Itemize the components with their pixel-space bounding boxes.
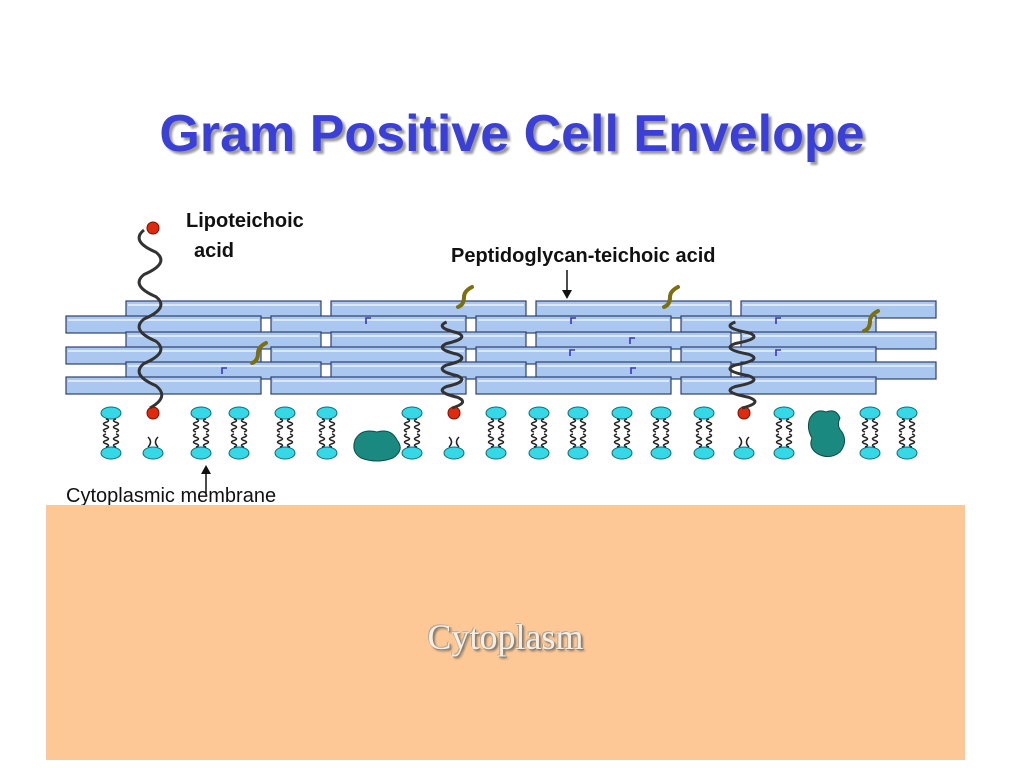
peptidoglycan-teichoic-label: Peptidoglycan-teichoic acid: [451, 245, 716, 267]
cytoplasm-region: [46, 505, 965, 760]
teichoic-acid-icon: [250, 341, 268, 365]
lipoteichoic-label-line1: Lipoteichoic: [186, 210, 304, 232]
membrane-protein-icon: [807, 410, 846, 458]
peptide-crosslink: [365, 317, 371, 324]
lipoteichoic-acid-icon: [440, 320, 465, 410]
phospholipid-icon: [611, 406, 633, 460]
peptide-crosslink: [221, 367, 227, 374]
membrane-protein-icon: [353, 430, 401, 462]
phospholipid-icon: [773, 406, 795, 460]
phospholipid-icon: [896, 406, 918, 460]
label-arrows: [201, 270, 572, 493]
lipoteichoic-label-line2: acid: [194, 240, 235, 262]
peptide-crosslink: [630, 367, 636, 374]
phospholipid-icon: [401, 406, 423, 460]
arrow-head-icon: [201, 465, 211, 474]
phospholipid-icon: [190, 406, 212, 460]
peptidoglycan-strand: [475, 376, 672, 395]
phospholipid-icon: [650, 406, 672, 460]
phospholipid-icon: [316, 406, 338, 460]
arrow-head-icon: [562, 290, 572, 299]
anchor-dot: [146, 406, 160, 420]
peptide-crosslink: [570, 317, 576, 324]
lipoteichoic-acids: [137, 221, 757, 410]
lipoteichoic-tip-dot: [146, 221, 160, 235]
teichoic-acid-icon: [662, 285, 680, 309]
peptidoglycan-strand: [680, 376, 877, 395]
lipoteichoic-acid-icon: [137, 228, 164, 410]
phospholipid-icon: [693, 406, 715, 460]
phospholipid-icon: [528, 406, 550, 460]
peptide-crosslink: [775, 317, 781, 324]
phospholipid-icon: [859, 406, 881, 460]
peptide-crosslink: [775, 349, 781, 356]
peptide-crosslink: [569, 349, 575, 356]
peptide-crosslinks: [221, 317, 781, 374]
lipoteichoic-anchor-lipid: [443, 406, 465, 460]
cytoplasm-label: Cytoplasm: [427, 617, 584, 657]
teichoic-acid-icon: [456, 285, 474, 309]
phospholipid-icon: [228, 406, 250, 460]
peptide-crosslink: [629, 337, 635, 344]
cytoplasmic-membrane-bilayer: [100, 406, 918, 462]
lipoteichoic-acid-icon: [728, 320, 757, 410]
peptidoglycan-strand: [65, 315, 262, 334]
lipoteichoic-anchor-lipid: [733, 406, 755, 460]
teichoic-acid-icon: [862, 309, 880, 333]
cytoplasmic-membrane-label: Cytoplasmic membrane: [66, 485, 277, 507]
peptidoglycan-strand: [270, 376, 467, 395]
phospholipid-icon: [274, 406, 296, 460]
phospholipid-icon: [567, 406, 589, 460]
lipoteichoic-anchor-lipid: [142, 406, 164, 460]
slide-title: Gram Positive Cell Envelope: [159, 105, 865, 163]
peptidoglycan-strand: [65, 376, 262, 395]
teichoic-acids: [250, 285, 880, 365]
phospholipid-icon: [485, 406, 507, 460]
peptidoglycan-layer: [65, 300, 937, 395]
phospholipid-icon: [100, 406, 122, 460]
